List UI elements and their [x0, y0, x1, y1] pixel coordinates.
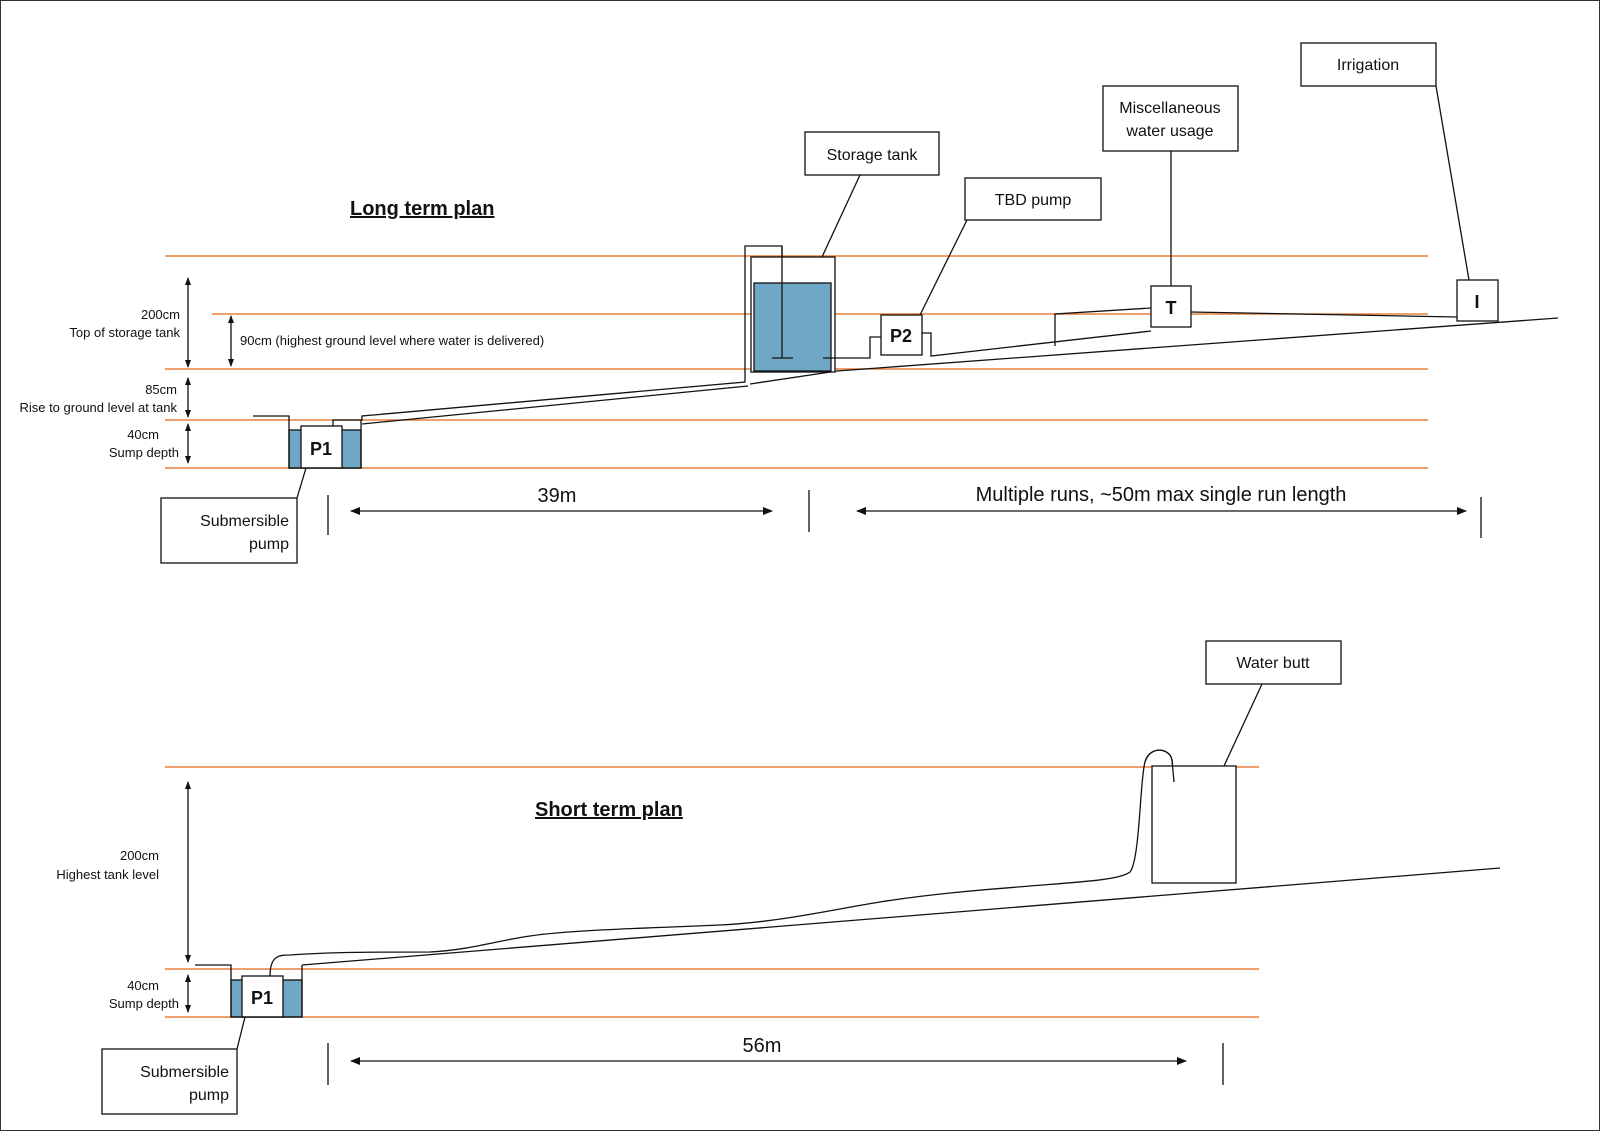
callout-water-butt	[1205, 640, 1342, 685]
ground-line-long	[836, 317, 1559, 372]
storage-tank-water	[753, 282, 832, 372]
pipe-branch-i	[1190, 311, 1458, 318]
dim-40cm-caption: Sump depth	[109, 445, 179, 460]
pipe-p1-to-tank-lower	[361, 385, 749, 425]
callout-submersible-pump-short-line1: Submersible	[140, 1064, 229, 1081]
callout-submersible-pump-line1: Submersible	[200, 513, 289, 530]
water-butt-hose-inlet	[1144, 749, 1175, 783]
sump-outline-short	[195, 964, 303, 1018]
leader-submersible-pump	[296, 467, 307, 499]
ground-line-short	[301, 867, 1501, 966]
dim-200cm-short-value: 200cm	[120, 848, 159, 863]
span-39m-label: 39m	[538, 485, 577, 507]
callout-submersible-pump-short	[101, 1048, 238, 1115]
dim-85cm-value: 85cm	[145, 382, 177, 397]
dim-200cm-short-caption: Highest tank level	[56, 867, 159, 882]
dim-200cm-caption: Top of storage tank	[69, 325, 180, 340]
dim-85cm-caption: Rise to ground level at tank	[19, 400, 177, 415]
tap-t-label: T	[1166, 298, 1177, 318]
callout-misc-water-line2: water usage	[1125, 123, 1213, 140]
callout-storage-tank-text: Storage tank	[827, 147, 919, 164]
sump-outline	[253, 415, 362, 469]
leader-water-butt	[1223, 683, 1263, 767]
tap-t-box	[1150, 285, 1192, 328]
dim-40cm-short-caption: Sump depth	[109, 996, 179, 1011]
callout-tbd-pump-text: TBD pump	[995, 192, 1072, 209]
pipe-p1-to-tank	[332, 245, 783, 426]
callout-submersible-pump	[160, 497, 298, 564]
dim-200cm-value: 200cm	[141, 307, 180, 322]
dim-40cm-value: 40cm	[127, 427, 159, 442]
pipe-tank-to-p2	[823, 336, 881, 359]
pump-p2-box	[880, 314, 923, 356]
callout-misc-water-line1: Miscellaneous	[1119, 100, 1220, 117]
pump-p1-short-label: P1	[251, 988, 273, 1008]
leader-tbd-pump	[919, 219, 968, 316]
pump-p2-label: P2	[890, 326, 912, 346]
long-term-plan: Long term plan 200cm Top of storage tank…	[19, 42, 1559, 564]
irrigation-i-label: I	[1474, 292, 1479, 312]
short-term-plan: Short term plan 200cm Highest tank level…	[56, 640, 1501, 1115]
pump-p1-short-box	[241, 975, 284, 1018]
leader-submersible-pump-short	[236, 1016, 246, 1050]
callout-irrigation	[1300, 42, 1437, 87]
callout-water-butt-text: Water butt	[1236, 655, 1310, 672]
pipe-branch-t	[1054, 307, 1152, 346]
water-butt-tank	[1151, 765, 1237, 884]
callout-storage-tank	[804, 131, 940, 176]
callout-irrigation-text: Irrigation	[1337, 57, 1399, 74]
leader-irrigation	[1435, 85, 1470, 281]
short-term-title: Short term plan	[535, 799, 683, 821]
pipe-p2-out	[922, 330, 1152, 357]
span-56m-label: 56m	[743, 1035, 782, 1057]
callout-misc-water	[1102, 85, 1239, 152]
leader-storage-tank	[821, 174, 861, 258]
callout-submersible-pump-line2: pump	[249, 536, 289, 553]
long-term-title: Long term plan	[350, 198, 494, 220]
irrigation-i-box	[1456, 279, 1499, 322]
dim-90cm-caption: 90cm (highest ground level where water i…	[240, 333, 544, 348]
hose-p1-to-water-butt	[269, 749, 1175, 977]
callout-submersible-pump-short-line2: pump	[189, 1087, 229, 1104]
callout-tbd-pump	[964, 177, 1102, 221]
span-multiple-runs-label: Multiple runs, ~50m max single run lengt…	[976, 484, 1347, 506]
ground-line-tank-base	[749, 370, 838, 385]
dim-40cm-short-value: 40cm	[127, 978, 159, 993]
pump-p1-label: P1	[310, 439, 332, 459]
